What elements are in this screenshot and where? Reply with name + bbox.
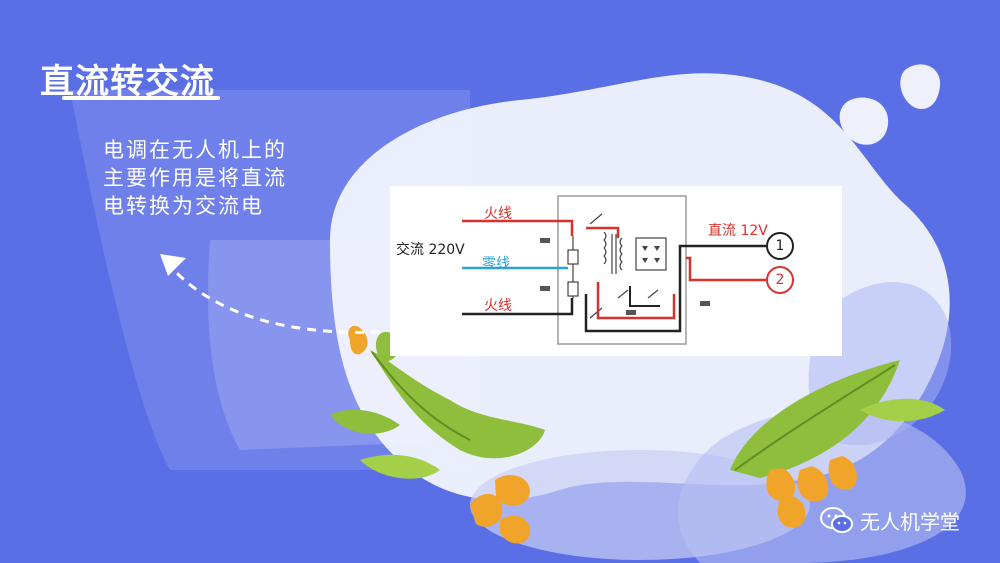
circuit-diagram: 火线 交流 220V 零线 火线 直流 12V 1 2 <box>390 186 842 356</box>
wechat-icon <box>820 506 853 533</box>
title-underline <box>62 96 220 100</box>
label-live-top: 火线 <box>484 206 512 222</box>
label-neutral: 零线 <box>482 256 510 272</box>
label-ac-input: 交流 220V <box>396 242 465 258</box>
label-dc-output: 直流 12V <box>708 223 768 239</box>
description-line-3: 电转换为交流电 <box>103 194 264 218</box>
circuit-wiring <box>462 195 766 345</box>
terminal-1: 1 <box>766 232 794 260</box>
slide-title: 直流转交流 <box>40 62 215 102</box>
terminal-2: 2 <box>766 266 794 294</box>
arrow-head-icon <box>160 254 186 276</box>
label-live-bottom: 火线 <box>484 298 512 314</box>
description-line-2: 主要作用是将直流 <box>103 166 287 190</box>
watermark-text: 无人机学堂 <box>860 510 960 534</box>
watermark: 无人机学堂 <box>820 506 960 535</box>
description-text: 电调在无人机上的 主要作用是将直流 电转换为交流电 <box>103 136 338 220</box>
description-line-1: 电调在无人机上的 <box>103 138 287 162</box>
